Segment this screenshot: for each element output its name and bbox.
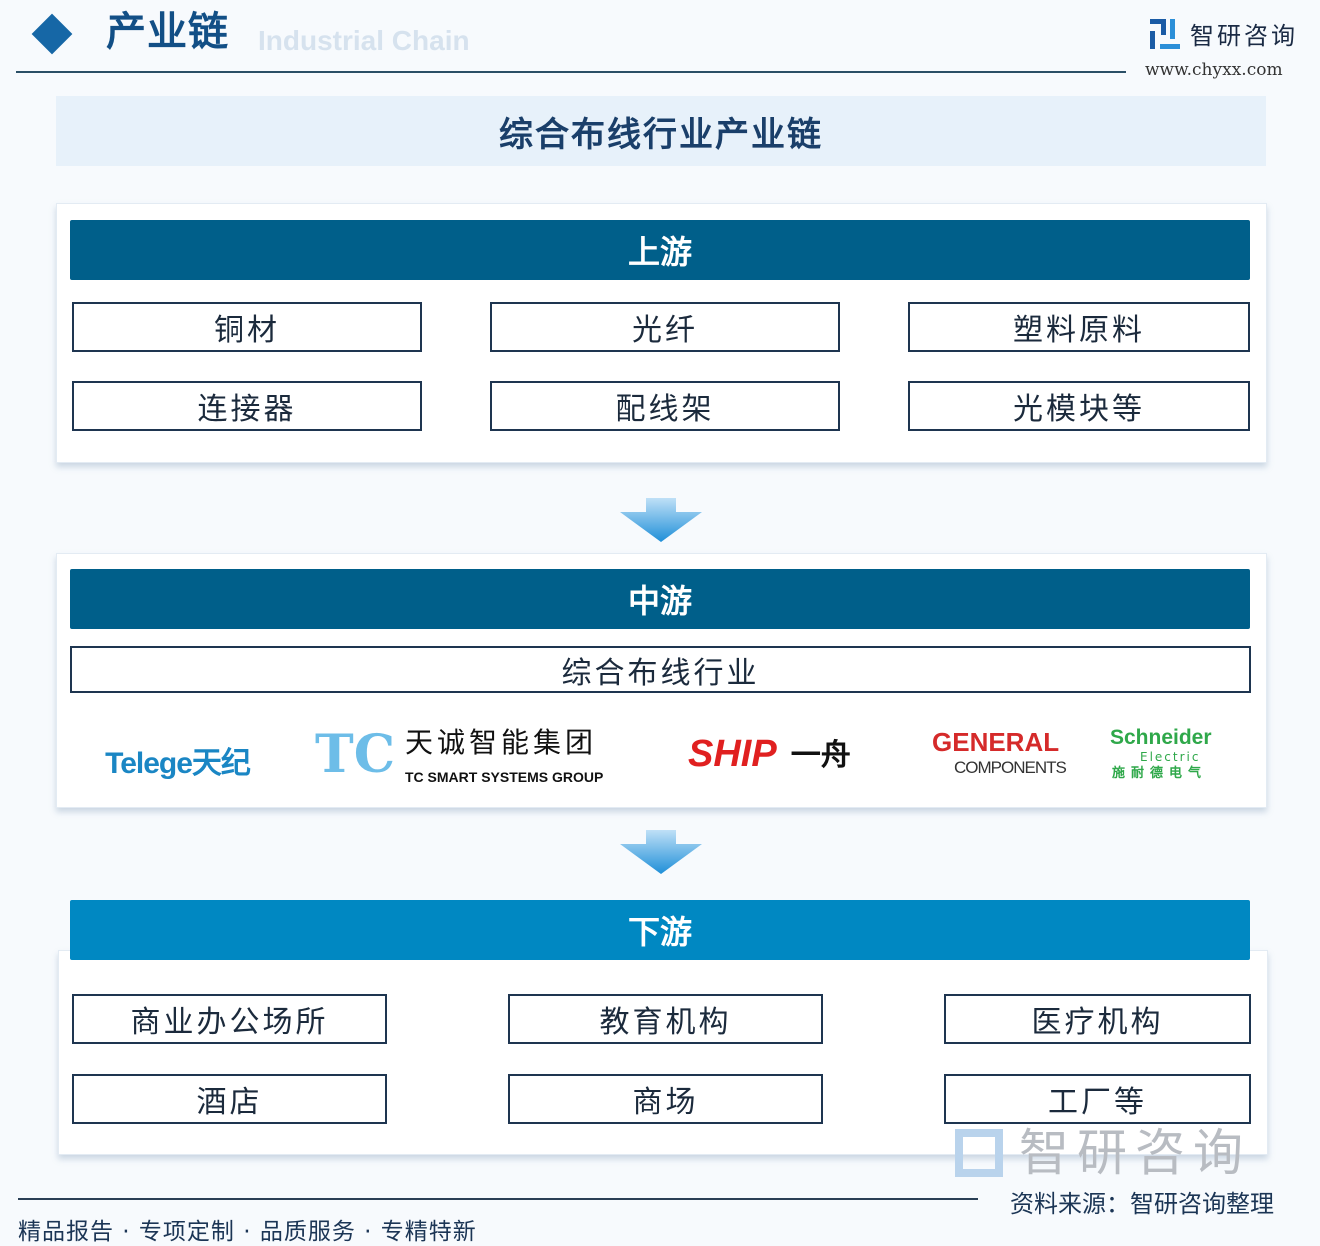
brand-name: 智研咨询 — [1190, 22, 1298, 50]
midstream-header: 中游 — [70, 569, 1250, 629]
logo-icon — [1150, 18, 1180, 49]
schneider-cn: 施耐德电气 — [1112, 766, 1208, 781]
downstream-item: 酒店 — [72, 1074, 387, 1124]
upstream-item: 塑料原料 — [908, 302, 1250, 352]
diagram-title: 综合布线行业产业链 — [56, 96, 1266, 166]
diamond-icon — [31, 13, 73, 55]
tc-mark: TC — [315, 724, 396, 785]
company-logo-tc: TC 天诚智能集团 TC SMART SYSTEMS GROUP — [315, 726, 635, 790]
upstream-header: 上游 — [70, 220, 1250, 280]
downstream-item: 教育机构 — [508, 994, 823, 1044]
tc-name: 天诚智能集团 — [405, 726, 598, 759]
upstream-item: 连接器 — [72, 381, 422, 431]
header-divider — [16, 71, 1126, 73]
footer-slogan: 精品报告 · 专项定制 · 品质服务 · 专精特新 — [18, 1219, 477, 1245]
watermark-text: 智研咨询 — [1019, 1124, 1251, 1182]
header-subtitle: Industrial Chain — [258, 25, 470, 56]
downstream-item: 医疗机构 — [944, 994, 1251, 1044]
downstream-item: 商业办公场所 — [72, 994, 387, 1044]
footer-divider — [18, 1198, 978, 1200]
ship-sub: 一舟 — [790, 737, 851, 773]
company-logo-ship: SHIP 一舟 — [688, 732, 898, 778]
data-source: 资料来源：智研咨询整理 — [1010, 1190, 1274, 1218]
midstream-industry: 综合布线行业 — [70, 646, 1251, 693]
arrow-down-icon — [620, 830, 702, 874]
header-title: 产业链 — [106, 9, 229, 55]
general-sub: COMPONENTS — [954, 758, 1067, 777]
tc-sub: TC SMART SYSTEMS GROUP — [405, 769, 604, 785]
company-logo-general: GENERAL COMPONENTS — [932, 728, 1072, 782]
downstream-item: 工厂等 — [944, 1074, 1251, 1124]
upstream-item: 光纤 — [490, 302, 840, 352]
downstream-header: 下游 — [70, 900, 1250, 960]
schneider-name: Schneider — [1110, 726, 1212, 749]
arrow-down-icon — [620, 498, 702, 542]
company-logo-schneider: Schneider Electric 施耐德电气 — [1110, 726, 1235, 786]
downstream-item: 商场 — [508, 1074, 823, 1124]
upstream-item: 光模块等 — [908, 381, 1250, 431]
upstream-item: 配线架 — [490, 381, 840, 431]
schneider-sub: Electric — [1140, 750, 1201, 764]
upstream-item: 铜材 — [72, 302, 422, 352]
watermark-logo-icon — [955, 1129, 1003, 1177]
watermark: 智研咨询 — [955, 1128, 1251, 1178]
brand-url: www.chyxx.com — [1145, 60, 1283, 80]
company-logo-telege: Telege天纪 — [105, 747, 251, 780]
brand-logo: 智研咨询 — [1150, 16, 1298, 51]
ship-name: SHIP — [688, 733, 777, 776]
general-name: GENERAL — [932, 727, 1060, 757]
